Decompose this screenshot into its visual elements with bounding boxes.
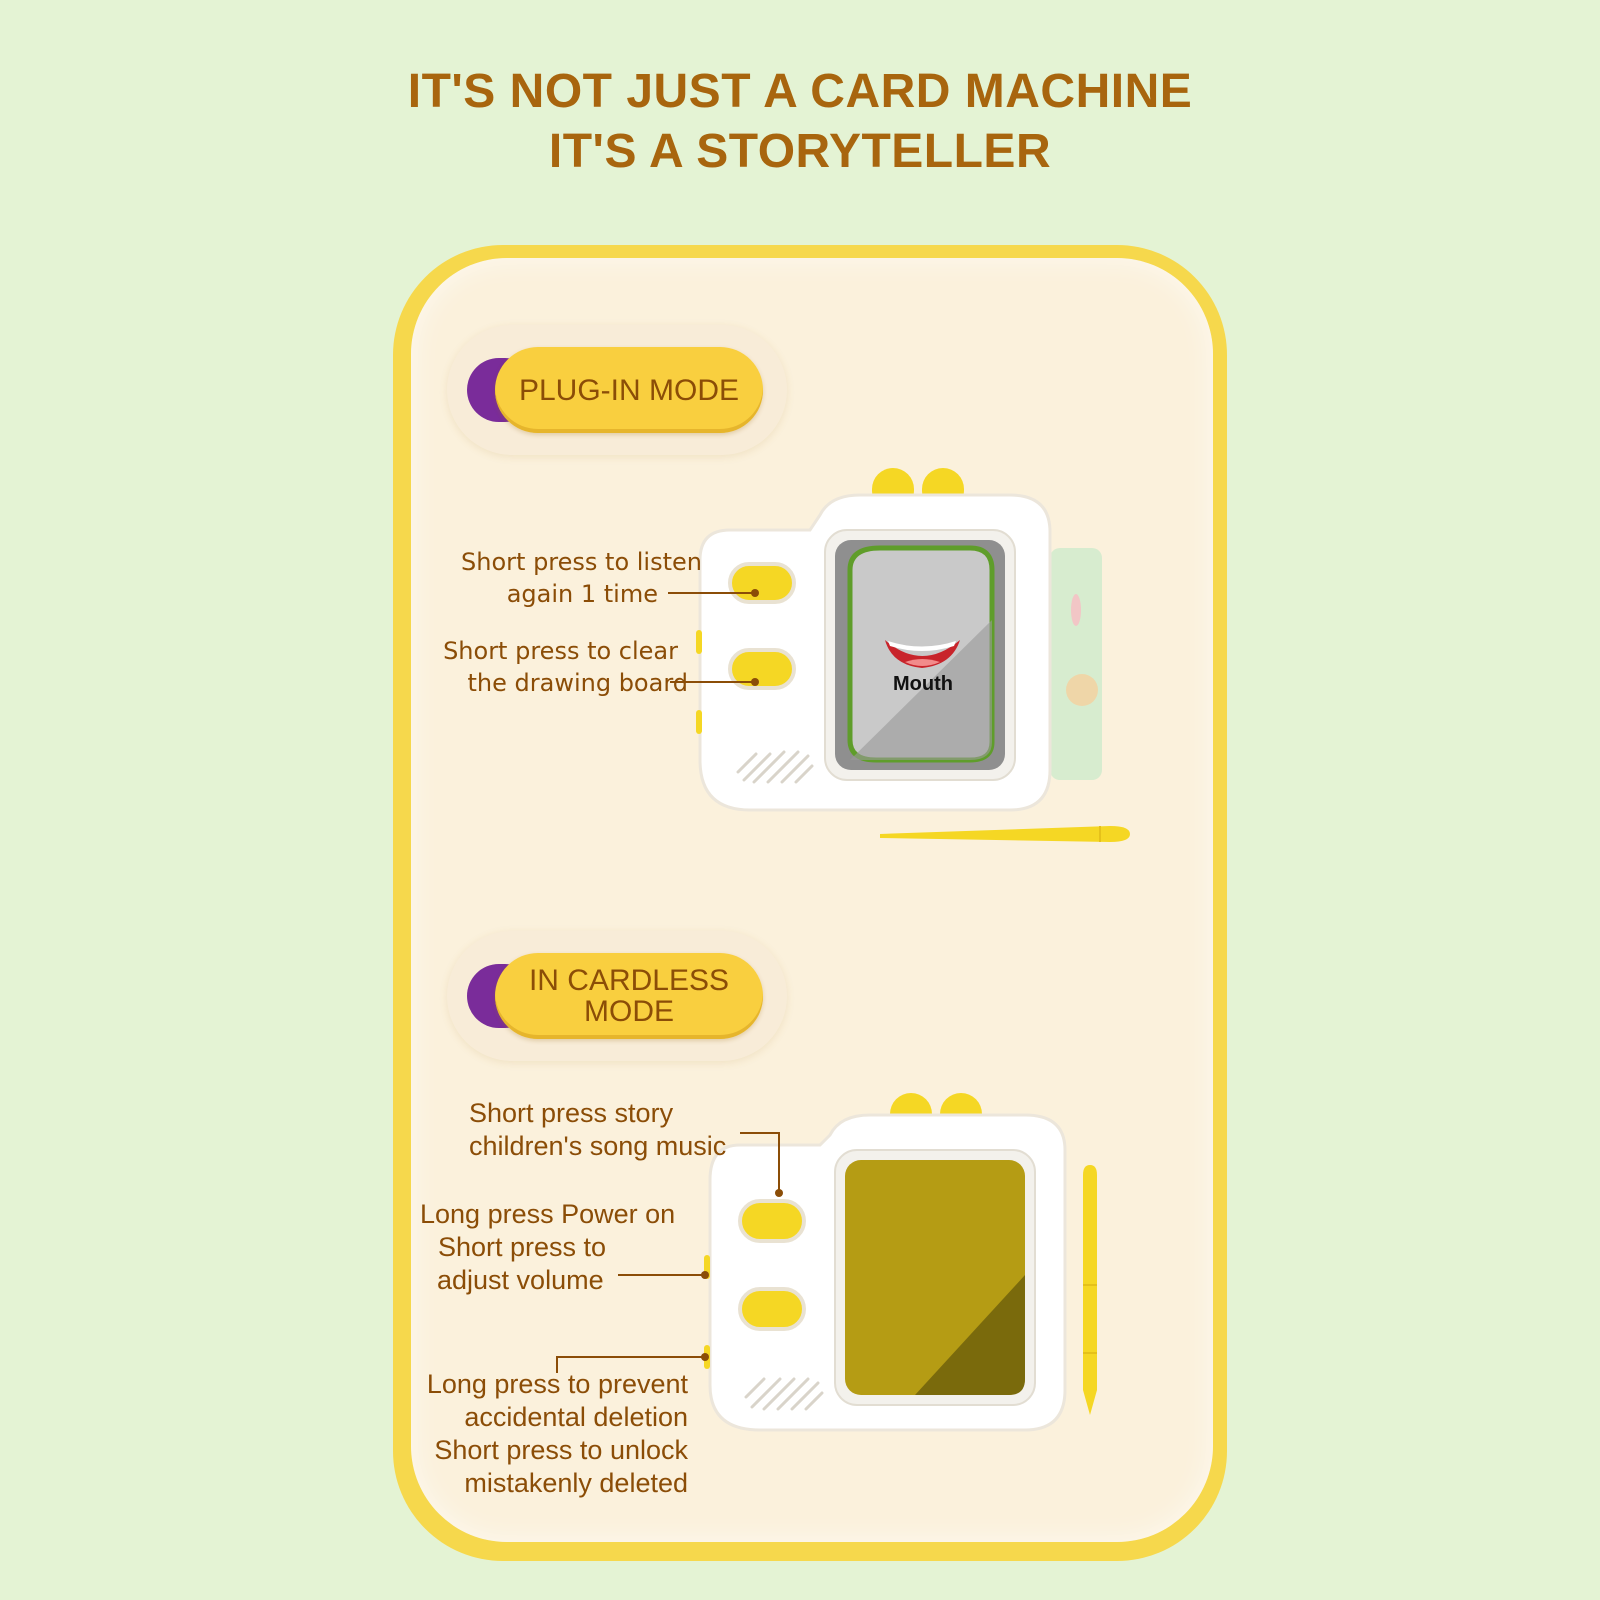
callout-lock: Long press to prevent accidental deletio… xyxy=(405,1368,688,1500)
title-line-1: IT'S NOT JUST A CARD MACHINE xyxy=(407,65,1193,118)
callout-clear-line1: Short press to clear xyxy=(443,637,678,665)
callout-clear-line2: the drawing board xyxy=(467,669,689,697)
callout-lock-line3: Short press to unlock xyxy=(434,1435,688,1465)
callout-listen-line2: again 1 time xyxy=(506,580,658,608)
cardless-mode-label: IN CARDLESS MODE xyxy=(495,953,763,1039)
inserted-card xyxy=(1050,548,1102,780)
callout-lock-line4: mistakenly deleted xyxy=(464,1468,688,1498)
callout-story-line1: Short press story xyxy=(469,1098,674,1128)
callout-listen-line1: Short press to listen xyxy=(461,548,702,576)
page-title: IT'S NOT JUST A CARD MACHINE IT'S A STOR… xyxy=(0,62,1600,182)
plugin-mode-text: PLUG-IN MODE xyxy=(518,373,740,407)
callout-listen: Short press to listen again 1 time xyxy=(430,546,702,610)
callout-power-line2: Short press to xyxy=(438,1232,607,1262)
callout-story-line2: children's song music xyxy=(469,1131,727,1161)
cardless-mode-text-2: MODE xyxy=(584,995,674,1028)
cardless-mode-text-1: IN CARDLESS xyxy=(528,964,730,997)
power-button[interactable] xyxy=(738,1287,806,1331)
callout-lock-line2: accidental deletion xyxy=(464,1402,688,1432)
speaker-grille xyxy=(744,1377,824,1411)
stylus xyxy=(880,826,1130,842)
callout-story: Short press story children's song music xyxy=(440,1097,740,1163)
callout-lock-line1: Long press to prevent xyxy=(426,1369,688,1399)
cardless-mode-toggle[interactable]: IN CARDLESS MODE xyxy=(447,931,787,1061)
stylus xyxy=(1083,1165,1097,1415)
story-button[interactable] xyxy=(738,1199,806,1243)
cardless-leader-lines xyxy=(556,1132,783,1373)
plugin-leader-lines xyxy=(668,589,759,686)
callout-power: Long press Power on Short press to adjus… xyxy=(405,1198,685,1297)
plugin-mode-toggle[interactable]: PLUG-IN MODE xyxy=(447,325,787,455)
clear-button[interactable] xyxy=(728,648,796,690)
card-word: Mouth xyxy=(893,673,953,695)
callout-clear: Short press to clear the drawing board xyxy=(430,635,688,699)
callout-power-line1: Long press Power on xyxy=(420,1199,676,1229)
plugin-mode-label: PLUG-IN MODE xyxy=(495,347,763,433)
callout-power-line3: adjust volume xyxy=(437,1265,604,1295)
plugin-device-illustration: Mouth xyxy=(696,468,1130,842)
title-line-2: IT'S A STORYTELLER xyxy=(548,125,1052,178)
speaker-grille xyxy=(736,750,814,784)
cardless-device-illustration xyxy=(704,1093,1097,1432)
